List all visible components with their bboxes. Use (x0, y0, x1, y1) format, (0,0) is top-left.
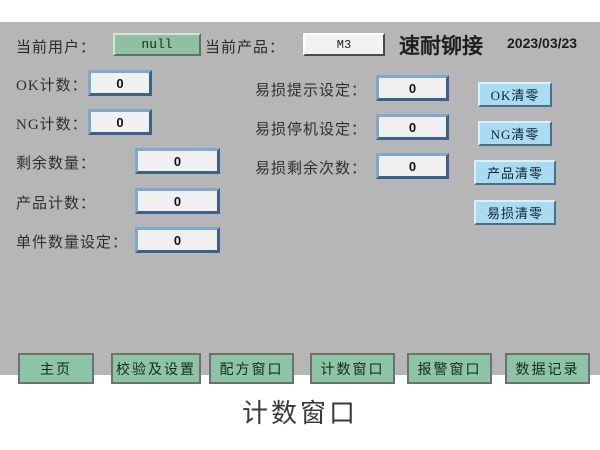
page-caption: 计数窗口 (241, 398, 358, 428)
wear-remaining-times-input[interactable]: 0 (376, 153, 449, 179)
header-date: 2023/03/23 (507, 35, 578, 51)
wear-stop-setting-input[interactable]: 0 (376, 114, 449, 140)
hmi-panel: 当前用户： null 当前产品： M3 速耐铆接 2023/03/23 OK计数… (0, 22, 600, 384)
wear-clear-button[interactable]: 易损清零 (474, 200, 556, 225)
ng-count-label: NG计数： (16, 117, 88, 133)
unit-quantity-setting-input[interactable]: 0 (135, 227, 220, 253)
ng-clear-button[interactable]: NG清零 (478, 121, 552, 146)
nav-button-alarm-window[interactable]: 报警窗口 (407, 353, 492, 384)
product-count-label: 产品计数： (16, 196, 97, 212)
nav-button-data-record[interactable]: 数据记录 (505, 353, 590, 384)
current-product-value[interactable]: M3 (303, 33, 385, 56)
wear-alert-setting-input[interactable]: 0 (376, 75, 449, 101)
product-clear-button[interactable]: 产品清零 (474, 160, 556, 185)
ng-count-input[interactable]: 0 (88, 109, 152, 135)
remaining-quantity-input[interactable]: 0 (135, 148, 220, 174)
nav-button-count-window[interactable]: 计数窗口 (310, 353, 395, 384)
nav-button-home[interactable]: 主页 (18, 353, 94, 384)
unit-quantity-setting-label: 单件数量设定： (16, 235, 129, 251)
nav-button-recipe-window[interactable]: 配方窗口 (209, 353, 294, 384)
ok-count-label: OK计数： (16, 78, 88, 94)
product-count-input[interactable]: 0 (135, 188, 220, 214)
ok-clear-button[interactable]: OK清零 (478, 82, 552, 107)
current-product-label: 当前产品： (205, 40, 286, 56)
wear-alert-setting-label: 易损提示设定： (255, 83, 368, 99)
remaining-quantity-label: 剩余数量： (16, 156, 97, 172)
wear-stop-setting-label: 易损停机设定： (255, 122, 368, 138)
ok-count-input[interactable]: 0 (88, 70, 152, 96)
nav-button-calibration-settings[interactable]: 校验及设置 (111, 353, 201, 384)
brand-title: 速耐铆接 (399, 35, 483, 58)
wear-remaining-times-label: 易损剩余次数： (255, 161, 368, 177)
current-user-label: 当前用户： (16, 40, 97, 56)
current-user-value[interactable]: null (113, 33, 201, 56)
